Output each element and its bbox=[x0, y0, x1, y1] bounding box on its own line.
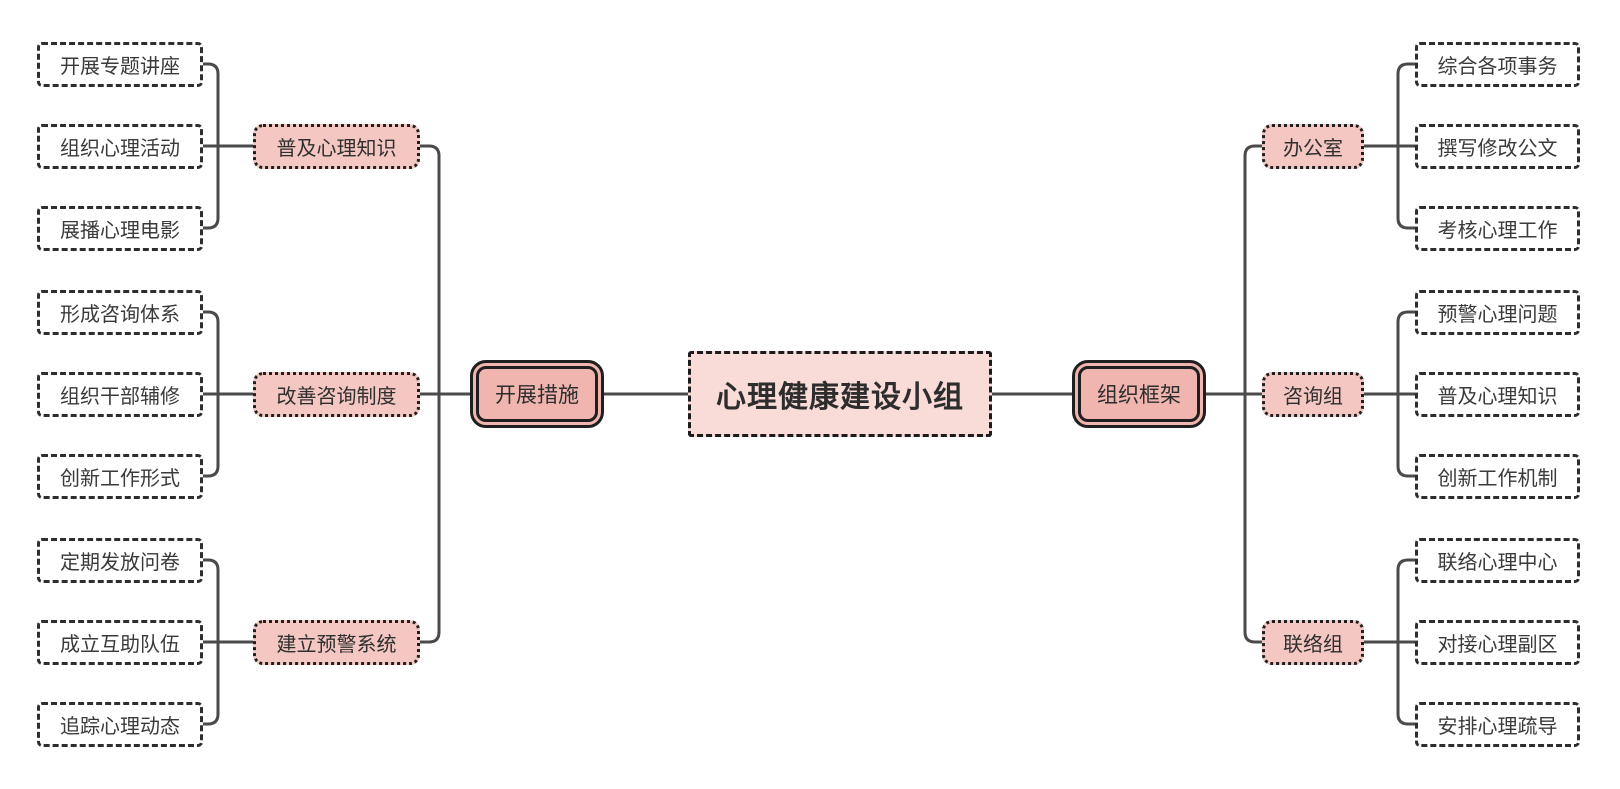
branch-node-left[interactable]: 开展措施 bbox=[470, 360, 604, 428]
branch-node-right-frame: 组织框架 bbox=[1078, 366, 1200, 422]
subtopic-label: 建立预警系统 bbox=[276, 634, 397, 656]
root-label: 心理健康建设小组 bbox=[716, 381, 964, 414]
leaf-node-right-0-0[interactable]: 综合各项事务 bbox=[1415, 42, 1580, 87]
branch-right-label: 组织框架 bbox=[1097, 384, 1181, 407]
leaf-label: 创新工作机制 bbox=[1437, 468, 1558, 490]
leaf-label: 形成咨询体系 bbox=[60, 304, 180, 326]
leaf-node-right-0-1[interactable]: 撰写修改公文 bbox=[1415, 124, 1580, 169]
leaf-node-right-2-2[interactable]: 安排心理疏导 bbox=[1415, 702, 1580, 747]
leaf-node-right-2-0[interactable]: 联络心理中心 bbox=[1415, 538, 1580, 583]
subtopic-node-left-1[interactable]: 改善咨询制度 bbox=[253, 372, 420, 417]
leaf-node-left-2-2[interactable]: 追踪心理动态 bbox=[37, 702, 203, 747]
leaf-label: 联络心理中心 bbox=[1437, 552, 1558, 574]
leaf-node-right-1-1[interactable]: 普及心理知识 bbox=[1415, 372, 1580, 417]
leaf-node-left-2-0[interactable]: 定期发放问卷 bbox=[37, 538, 203, 583]
leaf-node-left-1-2[interactable]: 创新工作形式 bbox=[37, 454, 203, 499]
subtopic-label: 改善咨询制度 bbox=[276, 386, 397, 408]
edge-subright-rail bbox=[1243, 144, 1262, 644]
subtopic-node-right-1[interactable]: 咨询组 bbox=[1262, 372, 1364, 417]
leaf-node-right-1-0[interactable]: 预警心理问题 bbox=[1415, 290, 1580, 335]
branch-node-right[interactable]: 组织框架 bbox=[1072, 360, 1206, 428]
leaf-label: 普及心理知识 bbox=[1437, 386, 1558, 408]
root-node[interactable]: 心理健康建设小组 bbox=[688, 351, 992, 437]
leaf-label: 考核心理工作 bbox=[1437, 220, 1558, 242]
leaf-node-right-2-1[interactable]: 对接心理副区 bbox=[1415, 620, 1580, 665]
subtopic-node-left-0[interactable]: 普及心理知识 bbox=[253, 124, 420, 169]
leaf-label: 撰写修改公文 bbox=[1437, 138, 1558, 160]
leaf-label: 开展专题讲座 bbox=[60, 56, 180, 78]
leaf-label: 组织心理活动 bbox=[60, 138, 180, 160]
leaf-label: 追踪心理动态 bbox=[60, 716, 180, 738]
leaf-node-left-1-1[interactable]: 组织干部辅修 bbox=[37, 372, 203, 417]
subtopic-label: 联络组 bbox=[1283, 634, 1343, 656]
leaf-node-left-0-0[interactable]: 开展专题讲座 bbox=[37, 42, 203, 87]
leaf-node-left-1-0[interactable]: 形成咨询体系 bbox=[37, 290, 203, 335]
leaf-label: 对接心理副区 bbox=[1437, 634, 1558, 656]
leaf-label: 定期发放问卷 bbox=[60, 552, 180, 574]
branch-node-left-frame: 开展措施 bbox=[476, 366, 598, 422]
subtopic-label: 咨询组 bbox=[1283, 386, 1343, 408]
subtopic-label: 办公室 bbox=[1283, 138, 1343, 160]
leaf-label: 安排心理疏导 bbox=[1437, 716, 1558, 738]
leaf-label: 组织干部辅修 bbox=[60, 386, 180, 408]
subtopic-node-right-2[interactable]: 联络组 bbox=[1262, 620, 1364, 665]
leaf-node-left-2-1[interactable]: 成立互助队伍 bbox=[37, 620, 203, 665]
leaf-label: 创新工作形式 bbox=[60, 468, 180, 490]
leaf-label: 展播心理电影 bbox=[60, 220, 180, 242]
subtopic-node-right-0[interactable]: 办公室 bbox=[1262, 124, 1364, 169]
branch-left-label: 开展措施 bbox=[495, 384, 579, 407]
subtopic-node-left-2[interactable]: 建立预警系统 bbox=[253, 620, 420, 665]
leaf-label: 预警心理问题 bbox=[1437, 304, 1558, 326]
leaf-label: 综合各项事务 bbox=[1437, 56, 1558, 78]
leaf-node-right-1-2[interactable]: 创新工作机制 bbox=[1415, 454, 1580, 499]
leaf-node-left-0-2[interactable]: 展播心理电影 bbox=[37, 206, 203, 251]
leaf-node-left-0-1[interactable]: 组织心理活动 bbox=[37, 124, 203, 169]
subtopic-label: 普及心理知识 bbox=[276, 138, 397, 160]
edge-subleft-rail bbox=[420, 144, 441, 644]
leaf-label: 成立互助队伍 bbox=[60, 634, 180, 656]
leaf-node-right-0-2[interactable]: 考核心理工作 bbox=[1415, 206, 1580, 251]
